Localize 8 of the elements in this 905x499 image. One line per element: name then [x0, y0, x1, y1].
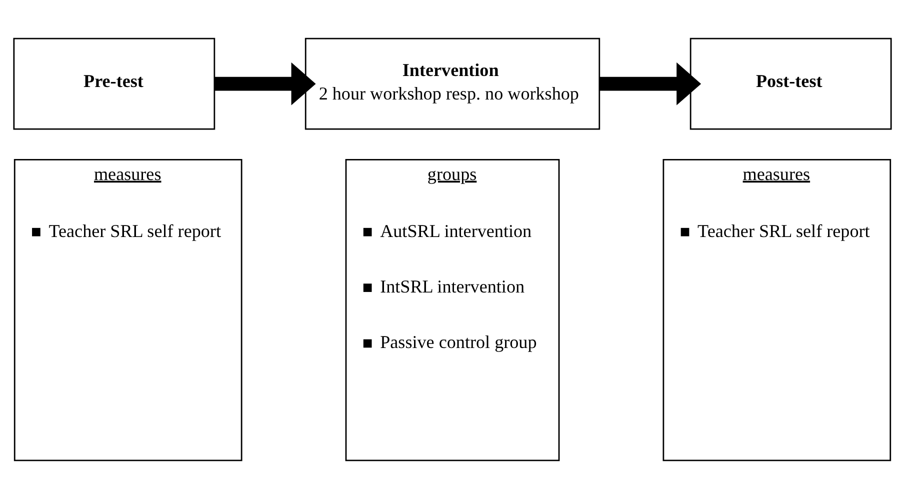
node-box: measures Teacher SRL self report	[14, 159, 242, 462]
node-box: Post-test	[690, 38, 892, 130]
arrow	[600, 62, 702, 106]
node-box: measures Teacher SRL self report	[662, 159, 892, 462]
node-box: groups AutSRL intervention IntSRL intervention Passive control group	[345, 159, 560, 462]
node-box: Pre-test	[13, 38, 216, 130]
node-box: Intervention 2 hour workshop resp. no workshop	[304, 38, 600, 130]
arrow	[214, 62, 316, 106]
